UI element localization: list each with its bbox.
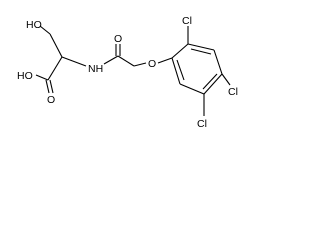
bond-nh-carbonyl <box>103 55 119 65</box>
ring-bond-2-3 <box>187 43 215 51</box>
ring-bond-6-1 <box>171 57 181 85</box>
bond-oh-ch2 <box>39 25 51 35</box>
ring-bond-1-2 <box>171 43 189 59</box>
chemical-structure: HO HO O NH O O Cl Cl Cl <box>17 15 238 130</box>
acid-hydroxyl-label: HO <box>17 70 33 82</box>
ether-oxygen-label: O <box>148 58 156 70</box>
amide-nh-label: NH <box>88 63 103 75</box>
bond-calpha-nh <box>61 56 87 67</box>
bond-cooh-o-double-b <box>49 79 54 94</box>
ring-bond-5-6 <box>179 83 205 95</box>
bond-calpha-ccooh <box>47 56 63 81</box>
bond-cooh-oh <box>35 74 49 81</box>
ring-bond-4-5 <box>203 73 223 95</box>
bond-ch2-o <box>133 62 147 67</box>
amide-oxygen-label: O <box>114 33 122 45</box>
ring-bond-3-4 <box>213 49 223 75</box>
bond-o-ring <box>157 57 173 64</box>
bond-ch2-calpha <box>49 33 63 58</box>
bonds <box>35 25 231 116</box>
chlorine-2-label: Cl <box>182 15 192 27</box>
bond-ring-cl4 <box>221 73 231 86</box>
bond-cooh-o-double-a <box>45 79 50 94</box>
ring-double-4-5 <box>202 73 218 90</box>
ring-double-2-3 <box>190 48 212 55</box>
atom-labels: HO HO O NH O O Cl Cl Cl <box>17 15 238 130</box>
chlorine-5-label: Cl <box>197 118 207 130</box>
hydroxyl-label: HO <box>26 19 42 31</box>
acid-oxygen-label: O <box>47 94 55 106</box>
bond-carbonyl-ch2 <box>117 55 135 67</box>
ring-double-6-1 <box>176 59 185 81</box>
chlorine-4-label: Cl <box>228 86 238 98</box>
